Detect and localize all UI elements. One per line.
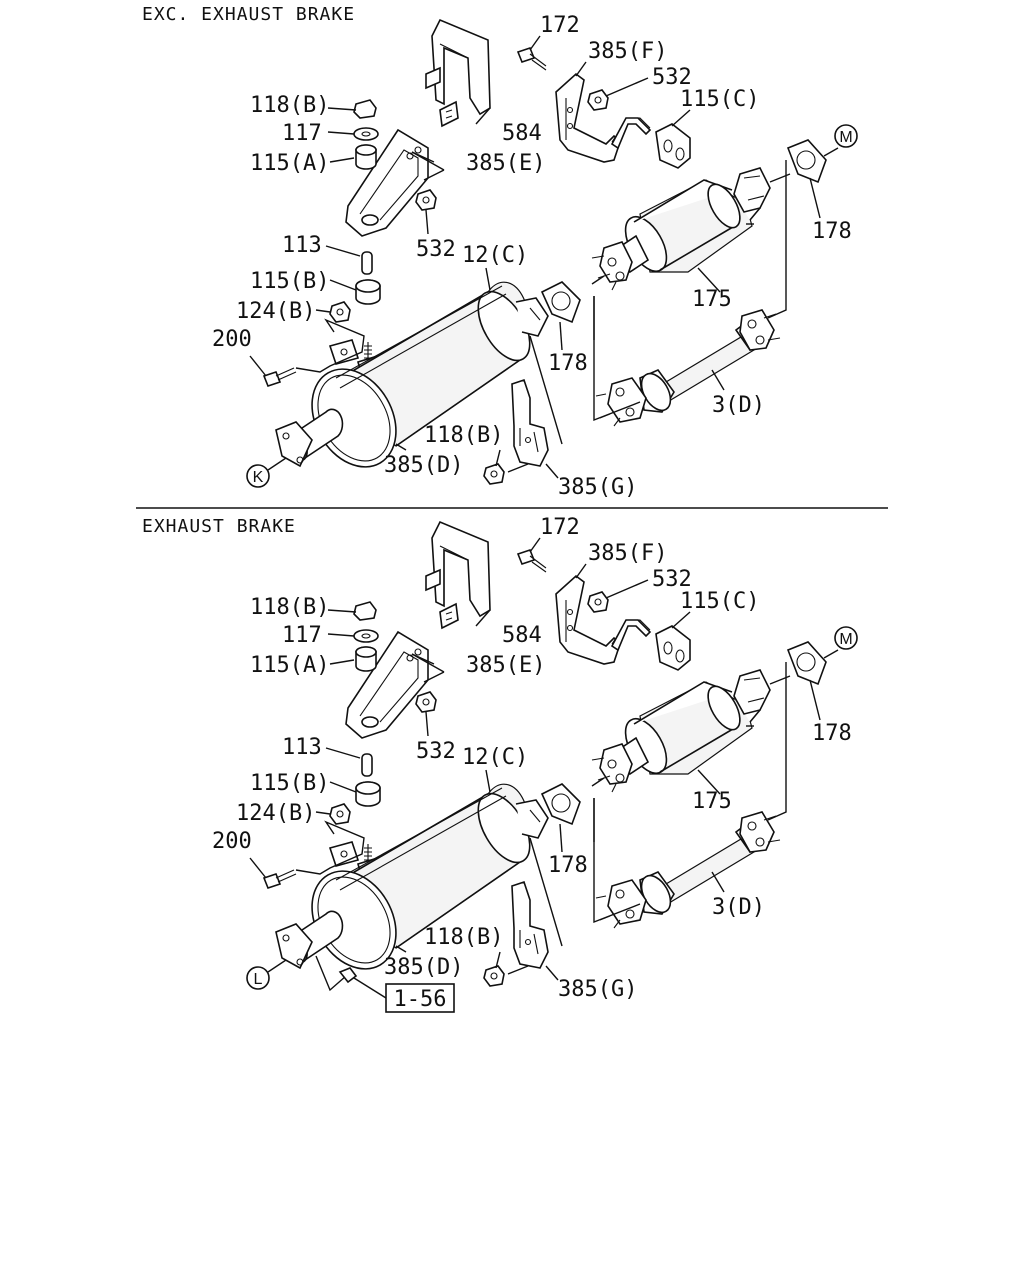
connection-marker-end xyxy=(246,966,270,990)
callout-200: 200 xyxy=(212,829,252,854)
callout-532-upper: 532 xyxy=(652,567,692,592)
reference-box[interactable] xyxy=(385,983,455,1013)
callout-175: 175 xyxy=(692,789,732,814)
callout-178-right: 178 xyxy=(812,219,852,244)
callout-385-g: 385(G) xyxy=(558,475,637,500)
reference-box-label: 1-56 xyxy=(394,987,447,1012)
callout-12-c: 12(C) xyxy=(462,243,528,268)
callout-178-middle: 178 xyxy=(548,351,588,376)
connection-marker-end-label: K xyxy=(253,469,264,486)
callout-118-b-upper: 118(B) xyxy=(250,595,329,620)
connection-marker-m-label: M xyxy=(839,631,852,648)
callout-113: 113 xyxy=(282,735,322,760)
callout-118-b-upper: 118(B) xyxy=(250,93,329,118)
callout-115-b: 115(B) xyxy=(250,269,329,294)
callout-3-d: 3(D) xyxy=(712,393,765,418)
callout-115-a: 115(A) xyxy=(250,151,329,176)
callout-117: 117 xyxy=(282,121,322,146)
connection-marker-m-label: M xyxy=(839,129,852,146)
callout-175: 175 xyxy=(692,287,732,312)
callout-124-b: 124(B) xyxy=(236,801,315,826)
callout-115-c: 115(C) xyxy=(680,87,759,112)
callout-124-b: 124(B) xyxy=(236,299,315,324)
callout-584: 584 xyxy=(502,623,542,648)
callout-3-d: 3(D) xyxy=(712,895,765,920)
section-exhaust-brake: EXHAUST BRAKE 172 385(F) 532 115(C) 118(… xyxy=(142,515,858,1013)
section-title: EXHAUST BRAKE xyxy=(142,516,296,537)
callout-178-right: 178 xyxy=(812,721,852,746)
section-exc-exhaust-brake: EXC. EXHAUST BRAKE 172 385(F) 532 115(C)… xyxy=(142,4,858,500)
callout-172: 172 xyxy=(540,515,580,540)
callout-385-d: 385(D) xyxy=(384,453,463,478)
callout-200: 200 xyxy=(212,327,252,352)
callout-172: 172 xyxy=(540,13,580,38)
connection-marker-m xyxy=(834,124,858,148)
callout-385-e: 385(E) xyxy=(466,653,545,678)
section-title: EXC. EXHAUST BRAKE xyxy=(142,4,355,25)
callout-113: 113 xyxy=(282,233,322,258)
callout-385-f: 385(F) xyxy=(588,39,667,64)
callout-584: 584 xyxy=(502,121,542,146)
connection-marker-end xyxy=(246,464,270,488)
callout-385-e: 385(E) xyxy=(466,151,545,176)
callout-118-b-lower: 118(B) xyxy=(424,423,503,448)
callout-117: 117 xyxy=(282,623,322,648)
connection-marker-end-label: L xyxy=(254,971,263,988)
callout-385-g: 385(G) xyxy=(558,977,637,1002)
callout-115-b: 115(B) xyxy=(250,771,329,796)
callout-115-a: 115(A) xyxy=(250,653,329,678)
connection-marker-m xyxy=(834,626,858,650)
callout-178-middle: 178 xyxy=(548,853,588,878)
callout-385-d: 385(D) xyxy=(384,955,463,980)
callout-532-lower: 532 xyxy=(416,237,456,262)
callout-12-c: 12(C) xyxy=(462,745,528,770)
callout-532-lower: 532 xyxy=(416,739,456,764)
callout-385-f: 385(F) xyxy=(588,541,667,566)
callout-115-c: 115(C) xyxy=(680,589,759,614)
exhaust-brake-fitting xyxy=(338,967,358,984)
callout-118-b-lower: 118(B) xyxy=(424,925,503,950)
callout-532-upper: 532 xyxy=(652,65,692,90)
